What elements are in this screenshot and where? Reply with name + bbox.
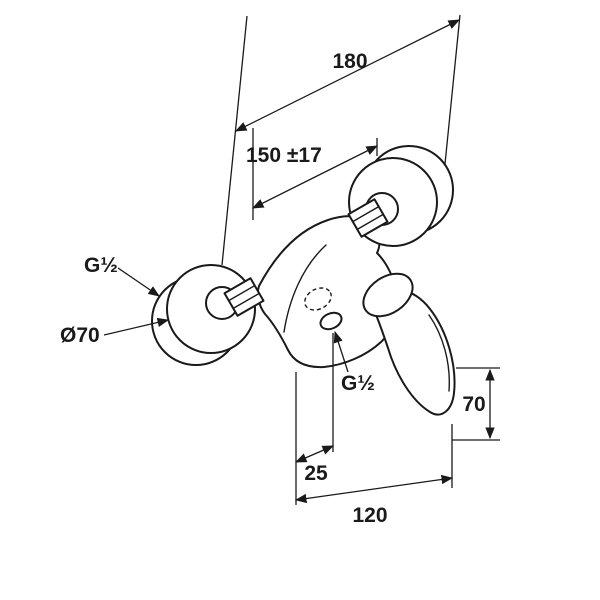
dimension-70: 70 bbox=[452, 367, 500, 441]
callout-g12-wall: G½ bbox=[84, 254, 160, 297]
label-g12-wall: G½ bbox=[84, 254, 118, 277]
extension-line bbox=[444, 14, 461, 165]
label-dia70: Ø70 bbox=[60, 324, 100, 347]
dim-150-line bbox=[251, 145, 379, 209]
dim-120-line bbox=[294, 474, 454, 504]
dim-120-label: 120 bbox=[352, 504, 387, 527]
lever-contour-line bbox=[428, 314, 451, 392]
dim-25-line bbox=[294, 445, 335, 463]
label-g12-outlet: G½ bbox=[341, 372, 375, 395]
dim-150-label: 150 ±17 bbox=[246, 144, 322, 167]
outlet-port bbox=[319, 311, 343, 331]
dim-180-label: 180 bbox=[332, 50, 367, 73]
right-wall-mount bbox=[347, 145, 454, 247]
dimension-150: 150 ±17 bbox=[246, 128, 379, 220]
leader-line bbox=[103, 317, 170, 336]
callout-dia70: Ø70 bbox=[60, 317, 170, 347]
left-union-nut bbox=[223, 277, 265, 317]
left-wall-mount bbox=[151, 264, 265, 366]
hidden-cartridge-outline bbox=[304, 287, 332, 311]
dimension-180: 180 bbox=[221, 14, 461, 266]
dimension-120: 120 bbox=[294, 424, 454, 527]
lever-handle bbox=[362, 272, 456, 416]
dim-25-label: 25 bbox=[304, 462, 328, 485]
callout-g12-outlet: G½ bbox=[333, 330, 375, 395]
extension-line bbox=[221, 15, 248, 266]
dim-70-label: 70 bbox=[462, 393, 485, 416]
leader-line bbox=[333, 330, 349, 373]
leader-line bbox=[117, 267, 160, 297]
handle-boss bbox=[362, 272, 414, 318]
body-contour-line bbox=[283, 244, 327, 333]
dim-180-line bbox=[234, 19, 461, 132]
right-union-nut bbox=[347, 198, 389, 238]
